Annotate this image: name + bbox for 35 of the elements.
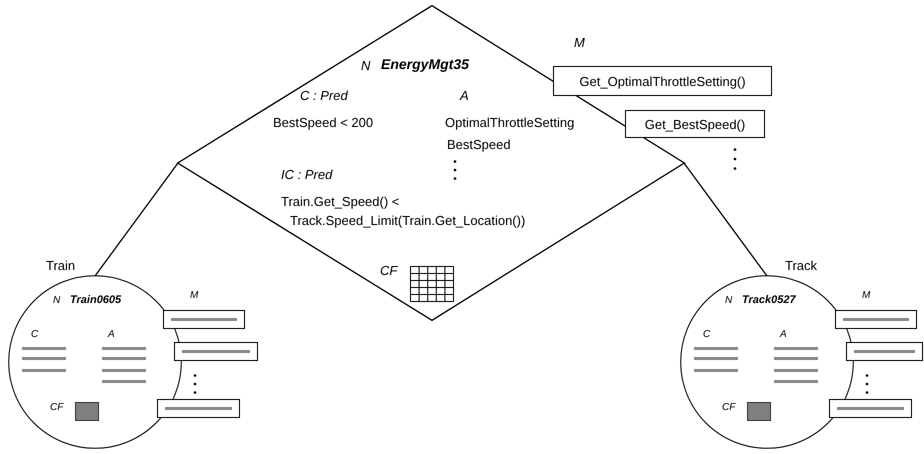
attribute-text: OptimalThrottleSetting — [445, 115, 574, 130]
connector-line — [94, 162, 179, 276]
method-box — [835, 310, 917, 329]
method-box — [157, 399, 240, 418]
condition-text: Train.Get_Speed() < Track.Speed_Limit(Train.Get_Location()) — [281, 193, 526, 230]
node-name: Track0527 — [742, 294, 796, 306]
node-label: N — [53, 295, 60, 306]
section-heading: A — [108, 329, 115, 340]
section-heading: M — [862, 290, 870, 301]
section-heading: M — [190, 290, 198, 301]
section-heading: C — [703, 329, 710, 340]
method-box: Get_BestSpeed() — [625, 110, 765, 138]
section-heading: CF — [50, 402, 64, 413]
section-heading: A — [780, 329, 787, 340]
section-heading: C — [31, 329, 38, 340]
node-caption: Track — [785, 258, 818, 273]
node-label: N — [725, 295, 732, 306]
section-heading: CF — [722, 402, 736, 413]
section-heading: IC : Pred — [281, 167, 332, 182]
section-heading: M — [574, 35, 585, 50]
attribute-text: BestSpeed — [447, 137, 511, 152]
node-caption: Train — [46, 258, 76, 273]
section-heading: A — [460, 88, 469, 103]
method-box — [829, 399, 912, 418]
method-box — [174, 342, 258, 361]
node-name: EnergyMgt35 — [381, 56, 469, 72]
section-heading: C : Pred — [300, 88, 348, 103]
condition-text: BestSpeed < 200 — [273, 115, 374, 130]
method-box — [846, 342, 923, 361]
node-label: N — [361, 58, 370, 73]
section-heading: CF — [380, 263, 398, 278]
method-box: Get_OptimalThrottleSetting() — [553, 66, 772, 96]
node-name: Train0605 — [70, 294, 122, 306]
method-box — [163, 310, 245, 329]
connector-line — [683, 162, 768, 276]
